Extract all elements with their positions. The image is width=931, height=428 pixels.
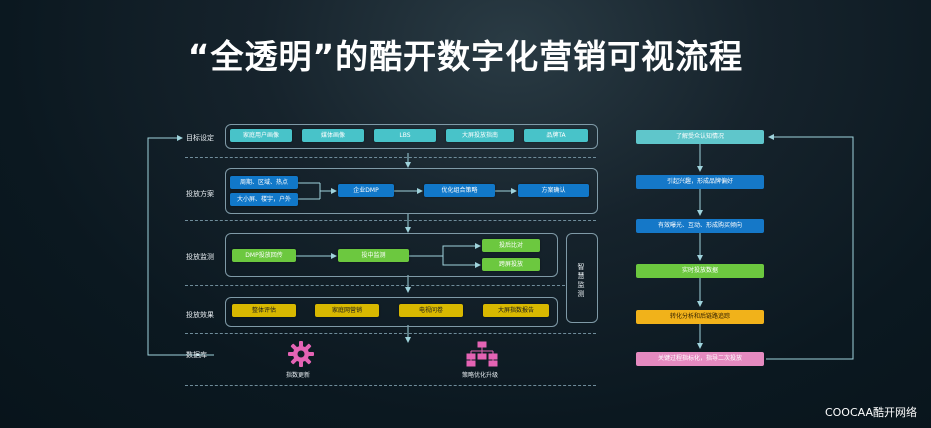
page-title: “全透明”的酷开数字化营销可视流程 bbox=[187, 37, 744, 76]
row-label-effect: 投放效果 bbox=[186, 311, 214, 319]
brand-logo: COOCAA酷开网络 bbox=[824, 406, 917, 419]
target-pill: LBS bbox=[374, 129, 436, 142]
database-label: 策略优化升级 bbox=[462, 372, 499, 379]
monitor-step: 投中监测 bbox=[338, 249, 409, 262]
separator bbox=[185, 285, 565, 286]
row-label-plan: 投放方案 bbox=[186, 190, 214, 198]
org-chart-icon bbox=[466, 341, 498, 367]
plan-step: 企业DMP bbox=[338, 184, 394, 197]
right-flow-step: 了解受众认知情况 bbox=[636, 130, 764, 144]
row-label-target: 目标设定 bbox=[186, 134, 214, 142]
target-pill: 媒体画像 bbox=[302, 129, 364, 142]
separator bbox=[185, 157, 596, 158]
monitor-step: 跨屏投放 bbox=[482, 258, 540, 271]
plan-input: 大小屏、楼宇，户外 bbox=[230, 193, 298, 206]
right-flow-step: 引起兴趣，形成品牌偏好 bbox=[636, 175, 764, 189]
gear-icon bbox=[288, 341, 314, 367]
effect-pill: 家庭网营销 bbox=[315, 304, 379, 317]
separator bbox=[185, 220, 596, 221]
target-panel bbox=[225, 124, 598, 149]
plan-input: 周期、区域、热点 bbox=[230, 176, 298, 189]
effect-pill: 大屏指数报告 bbox=[483, 304, 549, 317]
effect-panel bbox=[225, 297, 558, 327]
plan-panel bbox=[225, 168, 598, 214]
right-flow-step: 转化分析和后链路追踪 bbox=[636, 310, 764, 324]
smart-monitor-panel bbox=[566, 233, 598, 323]
row-label-database: 数据库 bbox=[186, 351, 207, 359]
target-pill: 大屏投放指南 bbox=[446, 129, 514, 142]
separator bbox=[185, 333, 596, 334]
monitor-step: DMP投放回传 bbox=[232, 249, 296, 262]
smart-monitor-label: 智慧监测 bbox=[577, 263, 585, 298]
right-flow-step: 关键过程指标化，指导二次投放 bbox=[636, 352, 764, 366]
right-flow-step: 有效曝光、互动、形成购买倾向 bbox=[636, 219, 764, 233]
monitor-step: 投后比对 bbox=[482, 239, 540, 252]
right-flow-step: 实时投放数据 bbox=[636, 264, 764, 278]
target-pill: 品牌TA bbox=[524, 129, 588, 142]
plan-step: 方案确认 bbox=[518, 184, 589, 197]
separator bbox=[185, 385, 596, 386]
row-label-monitor: 投放监测 bbox=[186, 253, 214, 261]
target-pill: 家庭用户画像 bbox=[230, 129, 292, 142]
plan-step: 优化组合策略 bbox=[424, 184, 495, 197]
effect-pill: 整体评估 bbox=[232, 304, 296, 317]
effect-pill: 电视问卷 bbox=[399, 304, 463, 317]
monitor-panel bbox=[225, 233, 558, 277]
database-label: 指数更新 bbox=[286, 372, 311, 379]
